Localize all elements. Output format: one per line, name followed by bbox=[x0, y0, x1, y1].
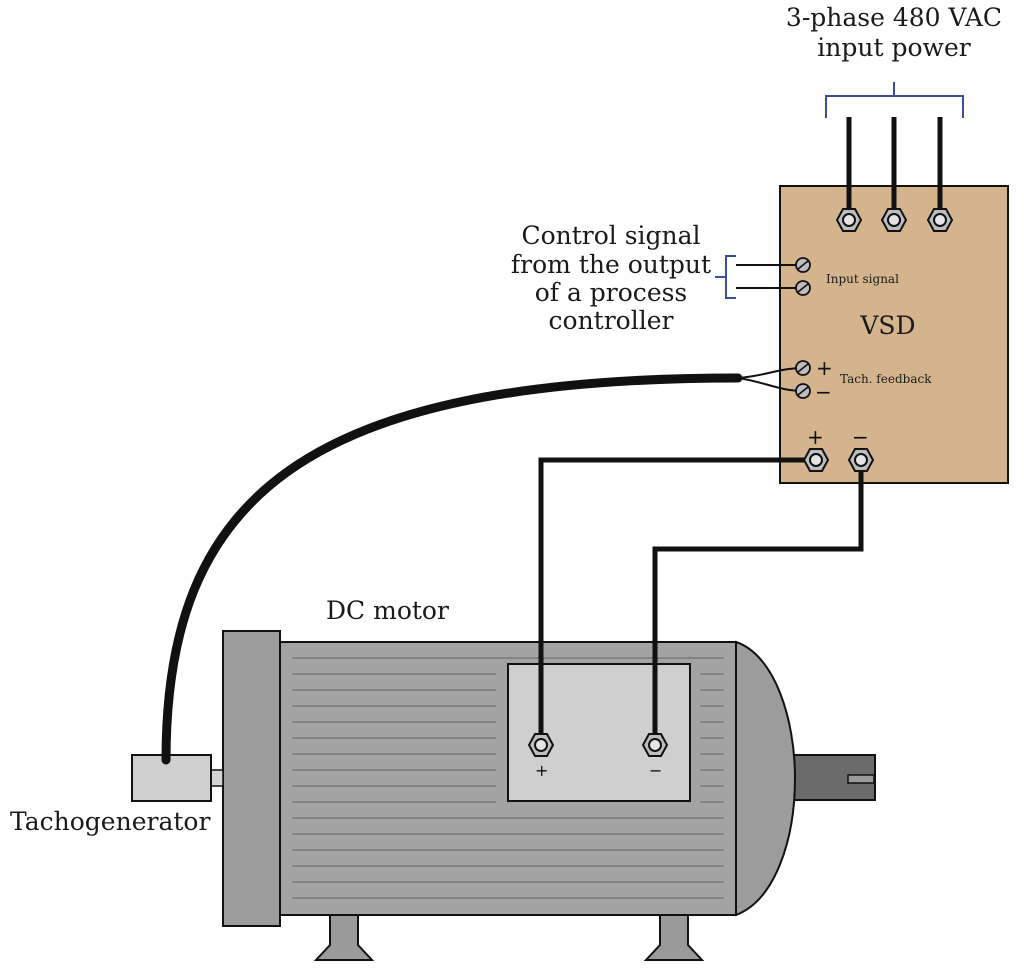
vsd-label: VSD bbox=[859, 311, 915, 340]
motor-terminal-box bbox=[507, 663, 691, 802]
motor-minus-sign: − bbox=[649, 761, 662, 780]
ac-input-terminals bbox=[836, 208, 953, 232]
tach-feedback-label: Tach. feedback bbox=[840, 372, 932, 386]
power-label-line2: input power bbox=[817, 33, 970, 62]
vsd-dc-output-negative-terminal bbox=[848, 448, 874, 472]
tach-feedback-screw-negative bbox=[795, 383, 811, 399]
motor-negative-terminal bbox=[642, 733, 668, 757]
dc-motor-label: DC motor bbox=[326, 596, 449, 625]
control-label-line2: from the output bbox=[511, 250, 711, 279]
dc-negative-wire bbox=[652, 460, 864, 745]
control-signal-wires bbox=[736, 264, 803, 289]
control-label-line4: controller bbox=[549, 306, 674, 335]
dc-positive-wire bbox=[538, 457, 816, 745]
ac-terminal-l2 bbox=[881, 208, 907, 232]
power-label-line1: 3-phase 480 VAC bbox=[786, 3, 1002, 32]
dc-motor bbox=[222, 630, 876, 961]
tachogenerator bbox=[131, 754, 224, 802]
ac-terminal-l1 bbox=[836, 208, 862, 232]
tach-feedback-screw-positive bbox=[795, 360, 811, 376]
input-signal-screw-top bbox=[795, 257, 811, 273]
tach-feedback-cable bbox=[161, 373, 743, 765]
motor-plus-sign: + bbox=[535, 761, 548, 780]
power-input-bracket bbox=[825, 82, 964, 118]
input-signal-label: Input signal bbox=[826, 272, 899, 286]
control-label-line1: Control signal bbox=[521, 221, 700, 250]
vsd-box bbox=[779, 185, 1009, 484]
shaft-keyway bbox=[847, 774, 875, 784]
tach-coupling-shaft bbox=[210, 769, 224, 787]
ac-terminal-l3 bbox=[927, 208, 953, 232]
input-signal-screw-bottom bbox=[795, 280, 811, 296]
vsd-output-minus-sign: − bbox=[852, 425, 869, 449]
tachogenerator-label: Tachogenerator bbox=[10, 807, 210, 836]
tach-minus-sign: − bbox=[815, 380, 832, 404]
vsd-output-plus-sign: + bbox=[807, 425, 824, 449]
motor-foot-left bbox=[313, 914, 375, 961]
motor-front-flange bbox=[222, 630, 281, 927]
control-label-line3: of a process bbox=[535, 278, 688, 307]
control-signal-bracket bbox=[715, 255, 736, 299]
motor-end-cap bbox=[735, 640, 797, 917]
motor-positive-terminal bbox=[528, 733, 554, 757]
tachogenerator-body bbox=[131, 754, 212, 802]
three-phase-input-wires bbox=[846, 117, 943, 212]
vsd-dc-output-positive-terminal bbox=[803, 448, 829, 472]
tach-plus-sign: + bbox=[816, 356, 833, 380]
motor-cooling-fins bbox=[292, 657, 724, 899]
motor-foot-right bbox=[643, 914, 705, 961]
